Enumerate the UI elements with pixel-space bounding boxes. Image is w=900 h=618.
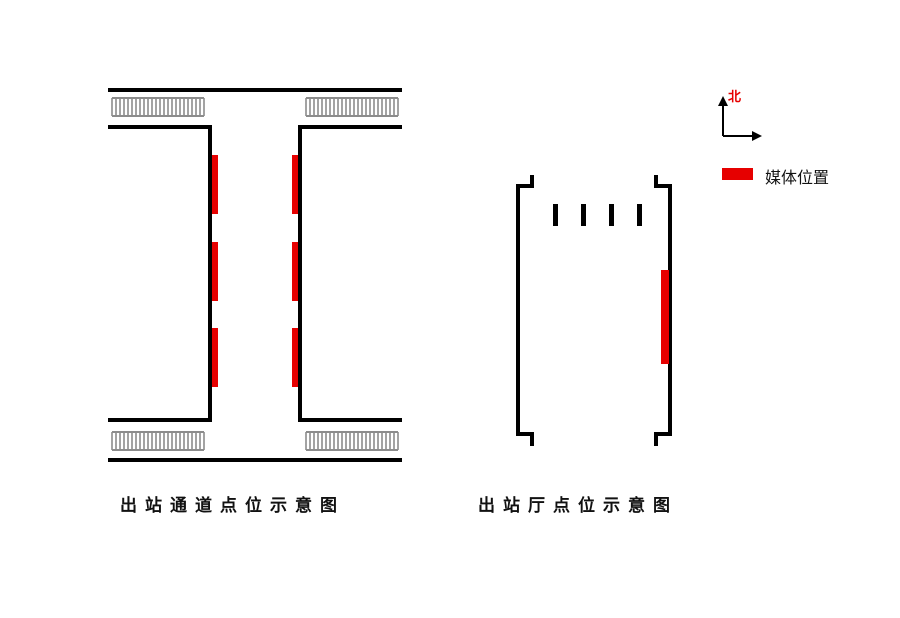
- stairs-top-left: [111, 97, 205, 117]
- passage-plan: [108, 88, 402, 462]
- right-upper-wall: [298, 125, 402, 422]
- left-upper-wall: [108, 125, 212, 422]
- compass-icon: [718, 96, 762, 141]
- hall-plan: [516, 175, 672, 446]
- media-position-right-1: [292, 155, 298, 214]
- hall-left-wall: [516, 175, 534, 446]
- fare-gates: [553, 204, 642, 226]
- media-position-right-2: [292, 242, 298, 301]
- stairs-group: [111, 97, 399, 451]
- legend-swatch: [722, 168, 753, 180]
- stairs-top-right: [305, 97, 399, 117]
- stairs-bottom-left: [111, 431, 205, 451]
- legend-label: 媒体位置: [765, 168, 830, 187]
- media-position-hall: [661, 270, 669, 364]
- gate-3: [609, 204, 614, 226]
- hall-caption: 出站厅点位示意图: [478, 496, 678, 516]
- gate-1: [553, 204, 558, 226]
- media-position-left-2: [212, 242, 218, 301]
- passage-caption: 出站通道点位示意图: [120, 496, 345, 516]
- north-label: 北: [728, 90, 742, 105]
- stairs-bottom-right: [305, 431, 399, 451]
- gate-4: [637, 204, 642, 226]
- media-position-left-3: [212, 328, 218, 387]
- hall-right-wall: [654, 175, 672, 446]
- passage-media-positions: [212, 155, 298, 387]
- media-position-right-3: [292, 328, 298, 387]
- gate-2: [581, 204, 586, 226]
- media-position-left-1: [212, 155, 218, 214]
